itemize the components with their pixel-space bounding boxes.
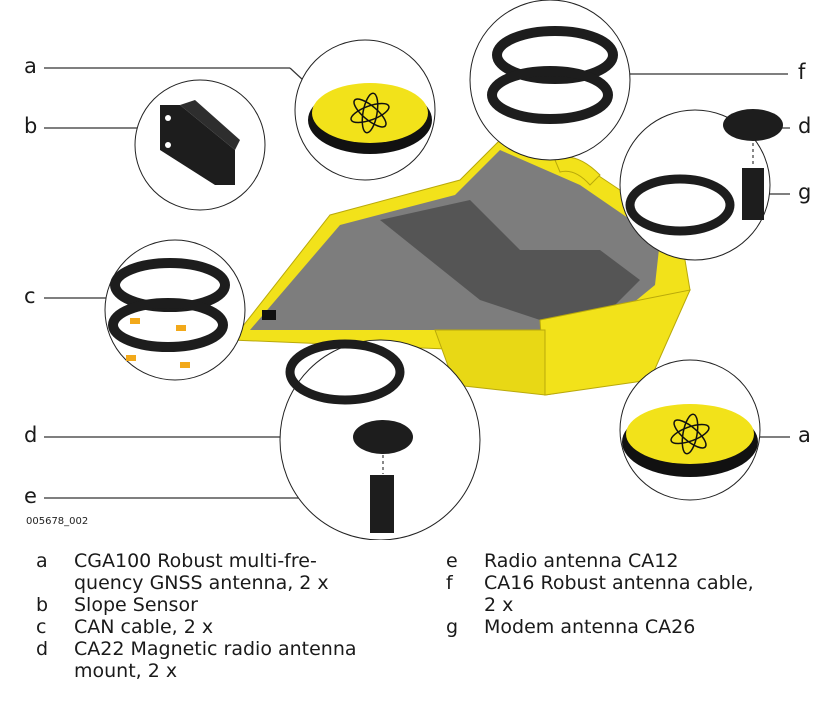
legend-item: a CGA100 Robust multi-fre- quency GNSS a… bbox=[36, 550, 357, 594]
callout-g: g bbox=[798, 180, 812, 204]
can-connectors bbox=[126, 318, 190, 368]
callout-c: c bbox=[24, 284, 36, 308]
legend-text: CA22 Magnetic radio antenna mount, 2 x bbox=[74, 638, 357, 682]
legend-item: c CAN cable, 2 x bbox=[36, 616, 357, 638]
figure-id: 005678_002 bbox=[26, 516, 89, 527]
figure-illustration bbox=[44, 0, 790, 541]
legend-key: c bbox=[36, 616, 47, 638]
modem-antenna-set bbox=[625, 109, 783, 236]
legend-item: d CA22 Magnetic radio antenna mount, 2 x bbox=[36, 638, 357, 682]
radio-antenna-set bbox=[285, 339, 413, 533]
antenna-cables-ca16 bbox=[487, 26, 618, 124]
transport-case bbox=[231, 129, 691, 396]
callout-a-left: a bbox=[24, 54, 37, 78]
callout-b: b bbox=[24, 114, 38, 138]
legend-key: f bbox=[446, 572, 453, 594]
slope-sensor bbox=[160, 100, 240, 185]
legend-text: CAN cable, 2 x bbox=[74, 616, 214, 638]
legend-text: Radio antenna CA12 bbox=[484, 550, 679, 572]
legend-item: g Modem antenna CA26 bbox=[446, 616, 754, 638]
legend-key: d bbox=[36, 638, 49, 660]
legend-item: b Slope Sensor bbox=[36, 594, 357, 616]
legend-text: CGA100 Robust multi-fre- quency GNSS ant… bbox=[74, 550, 329, 594]
legend-text: Slope Sensor bbox=[74, 594, 198, 616]
gnss-antenna-top bbox=[308, 83, 432, 154]
legend-text: CA16 Robust antenna cable, 2 x bbox=[484, 572, 754, 616]
legend-key: a bbox=[36, 550, 48, 572]
can-cables bbox=[108, 258, 230, 352]
callout-a-right: a bbox=[798, 423, 811, 447]
callout-e: e bbox=[24, 484, 37, 508]
gnss-antenna-bottom bbox=[622, 404, 758, 477]
legend-key: e bbox=[446, 550, 458, 572]
legend-item: e Radio antenna CA12 bbox=[446, 550, 754, 572]
legend-key: g bbox=[446, 616, 459, 638]
legend-text: Modem antenna CA26 bbox=[484, 616, 696, 638]
legend-item: f CA16 Robust antenna cable, 2 x bbox=[446, 572, 754, 616]
equipment-case-figure: a b c d e f d g a 005678_002 bbox=[24, 0, 812, 541]
legend-key: b bbox=[36, 594, 49, 616]
callout-d-left: d bbox=[24, 423, 38, 447]
legend-left: a CGA100 Robust multi-fre- quency GNSS a… bbox=[36, 550, 357, 682]
callout-d-right: d bbox=[798, 114, 812, 138]
callout-f: f bbox=[798, 60, 806, 84]
legend-right: e Radio antenna CA12 f CA16 Robust anten… bbox=[446, 550, 754, 638]
